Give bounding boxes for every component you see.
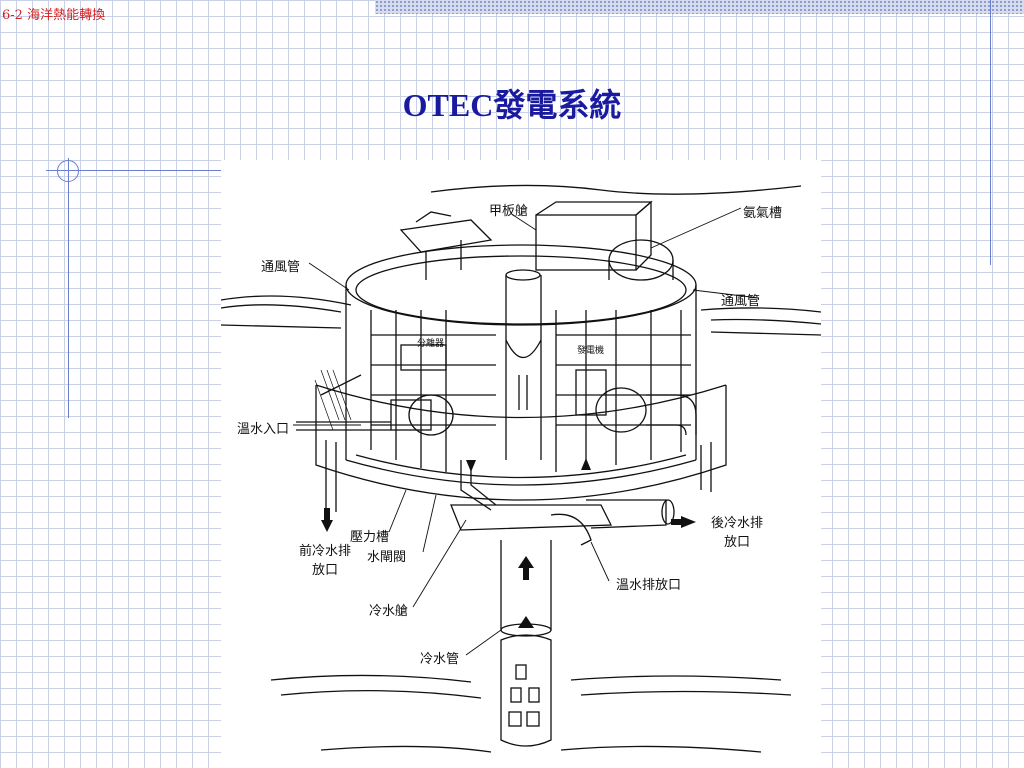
otec-plant-drawing (221, 184, 821, 753)
label-front-cold-discharge-line1: 前冷水排 (299, 544, 352, 559)
slide-section-label: 6-2 海洋熱能轉換 (2, 8, 106, 23)
label-warm-water-discharge: 溫水排放口 (616, 578, 682, 593)
label-rear-cold-discharge-line1: 後冷水排 (711, 516, 764, 531)
label-generator: 發電機 (577, 346, 605, 356)
otec-plant-diagram: 甲板艙 氨氣槽 通風管 通風管 分離器 發電機 溫水入口 壓力槽 前冷水排 放口… (221, 160, 821, 768)
label-pressure-tank: 壓力槽 (350, 530, 390, 545)
decorative-circle (57, 160, 79, 182)
label-warm-water-inlet: 溫水入口 (237, 422, 290, 437)
label-water-gate-valve: 水閘閥 (367, 550, 407, 565)
label-deck-cabin: 甲板艙 (489, 204, 529, 219)
decorative-horizontal-line (46, 170, 221, 171)
label-front-cold-discharge: 前冷水排 放口 (299, 542, 351, 580)
header-pattern-bar (375, 0, 1024, 14)
label-cold-water-chamber: 冷水艙 (369, 604, 409, 619)
label-vent-pipe-left: 通風管 (261, 260, 301, 275)
label-separator: 分離器 (417, 339, 445, 349)
slide-title: OTEC發電系統 (402, 87, 622, 123)
label-rear-cold-discharge-line2: 放口 (724, 535, 751, 550)
label-front-cold-discharge-line2: 放口 (312, 563, 339, 578)
label-rear-cold-discharge: 後冷水排 放口 (711, 514, 763, 552)
decorative-vertical-line-right (990, 0, 991, 265)
label-vent-pipe-right: 通風管 (721, 294, 761, 309)
decorative-vertical-line-left (68, 158, 69, 418)
label-ammonia-tank: 氨氣槽 (743, 206, 783, 221)
label-cold-water-pipe: 冷水管 (420, 652, 460, 667)
